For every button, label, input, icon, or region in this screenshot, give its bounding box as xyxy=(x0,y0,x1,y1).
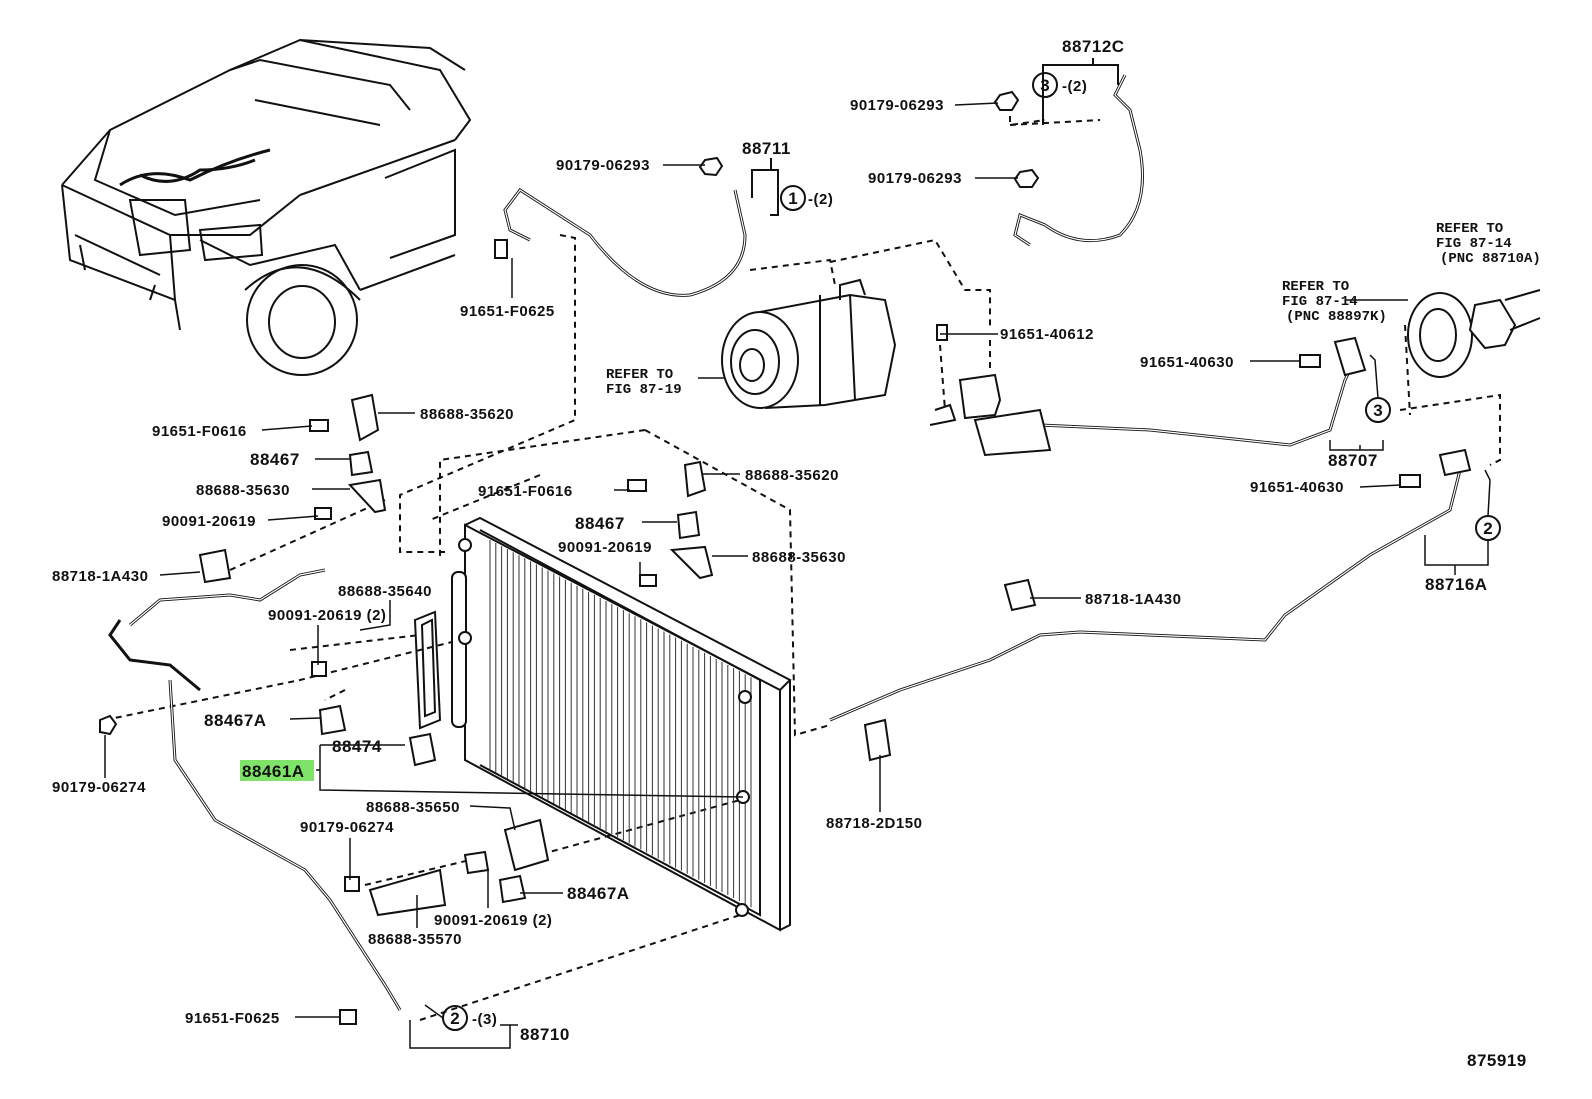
label-88716a[interactable]: 88716A xyxy=(1425,575,1488,594)
label-91651-f0616-a[interactable]: 91651-F0616 xyxy=(152,423,247,440)
label-90091-20619-b[interactable]: 90091-20619 xyxy=(558,539,652,556)
label-90179-06293-c[interactable]: 90179-06293 xyxy=(868,170,962,187)
callout-2b-text: 2 xyxy=(450,1009,459,1028)
ref-clutch-b-line-2: FIG 87-14 xyxy=(1282,294,1358,310)
pipes xyxy=(108,74,1462,1011)
label-88467a-b[interactable]: 88467A xyxy=(567,884,630,903)
label-88467-a[interactable]: 88467 xyxy=(250,450,300,469)
label-88467a-a[interactable]: 88467A xyxy=(204,711,267,730)
label-91651-40612[interactable]: 91651-40612 xyxy=(1000,326,1094,343)
callout-1: 1 xyxy=(780,185,806,211)
callout-3b-text: 3 xyxy=(1373,401,1382,420)
callout-2a-text: 2 xyxy=(1483,519,1492,538)
callout-1-text: 1 xyxy=(788,189,797,208)
callout-2a: 2 xyxy=(1475,515,1501,541)
label-88707[interactable]: 88707 xyxy=(1328,451,1378,470)
dashed-leaders xyxy=(104,105,1501,1021)
callout-circles: 1 3 3 2 2 xyxy=(424,72,1501,1031)
magnetic-clutch xyxy=(1407,289,1541,378)
label-88688-35620-b[interactable]: 88688-35620 xyxy=(745,467,839,484)
label-91651-f0625-a[interactable]: 91651-F0625 xyxy=(460,303,555,320)
callout-3b: 3 xyxy=(1365,397,1391,423)
label-88467-b[interactable]: 88467 xyxy=(575,514,625,533)
label-88718-1a430-a[interactable]: 88718-1A430 xyxy=(52,568,148,585)
compressor xyxy=(721,278,897,409)
label-88688-35640[interactable]: 88688-35640 xyxy=(338,583,432,600)
ref-compressor-line-2: FIG 87-19 xyxy=(606,382,682,398)
label-90179-06293-b[interactable]: 90179-06293 xyxy=(556,157,650,174)
label-88688-35630-a[interactable]: 88688-35630 xyxy=(196,482,290,499)
label-90179-06274-b[interactable]: 90179-06274 xyxy=(300,819,394,836)
ref-compressor-line-1: REFER TO xyxy=(606,367,673,383)
callout-3a-text: 3 xyxy=(1040,76,1049,95)
label-90179-06293-a[interactable]: 90179-06293 xyxy=(850,97,944,114)
hardware xyxy=(99,90,1472,1025)
vehicle-illustration xyxy=(61,38,472,376)
label-88711[interactable]: 88711 xyxy=(742,139,791,158)
label-88710[interactable]: 88710 xyxy=(520,1025,570,1044)
callout-2b: 2 xyxy=(442,1005,468,1031)
leader-lines xyxy=(104,58,1489,1049)
label-88688-35630-b[interactable]: 88688-35630 xyxy=(752,549,846,566)
label-88688-35650[interactable]: 88688-35650 xyxy=(366,799,460,816)
label-88688-35570[interactable]: 88688-35570 xyxy=(368,931,462,948)
label-88718-2d150[interactable]: 88718-2D150 xyxy=(826,815,922,832)
label-88712c[interactable]: 88712C xyxy=(1062,37,1125,56)
reference-notes: REFER TO FIG 87-19 REFER TO FIG 87-14 (P… xyxy=(606,221,1541,398)
label-91651-f0625-b[interactable]: 91651-F0625 xyxy=(185,1010,280,1027)
qty-callout-3: -(2) xyxy=(1062,78,1087,95)
label-88474[interactable]: 88474 xyxy=(332,737,382,756)
label-91651-40630-a[interactable]: 91651-40630 xyxy=(1140,354,1234,371)
label-90091-20619-a[interactable]: 90091-20619 xyxy=(162,513,256,530)
label-88718-1a430-b[interactable]: 88718-1A430 xyxy=(1085,591,1181,608)
ref-clutch-b-line-3: (PNC 88897K) xyxy=(1286,309,1387,325)
label-91651-40630-b[interactable]: 91651-40630 xyxy=(1250,479,1344,496)
valve-block xyxy=(929,324,1052,457)
label-88461a[interactable]: 88461A xyxy=(242,762,305,781)
callout-3a: 3 xyxy=(1032,72,1058,98)
ref-clutch-b-line-1: REFER TO xyxy=(1282,279,1349,295)
qty-callout-1: -(2) xyxy=(808,191,833,208)
label-90091-20619-c[interactable]: 90091-20619 (2) xyxy=(268,607,386,624)
highlight-88461a xyxy=(240,760,314,781)
label-91651-f0616-b[interactable]: 91651-F0616 xyxy=(478,483,573,500)
label-90179-06274-a[interactable]: 90179-06274 xyxy=(52,779,146,796)
ref-clutch-a-line-3: (PNC 88710A) xyxy=(1440,251,1541,267)
ref-clutch-a-line-1: REFER TO xyxy=(1436,221,1503,237)
ref-clutch-a-line-2: FIG 87-14 xyxy=(1436,236,1512,252)
part-labels: 88712C -(2) 90179-06293 90179-06293 8871… xyxy=(52,37,1527,1070)
diagram-id: 875919 xyxy=(1467,1051,1527,1070)
qty-callout-2: -(3) xyxy=(472,1011,497,1028)
label-88688-35620-a[interactable]: 88688-35620 xyxy=(420,406,514,423)
label-90091-20619-d[interactable]: 90091-20619 (2) xyxy=(434,912,552,929)
